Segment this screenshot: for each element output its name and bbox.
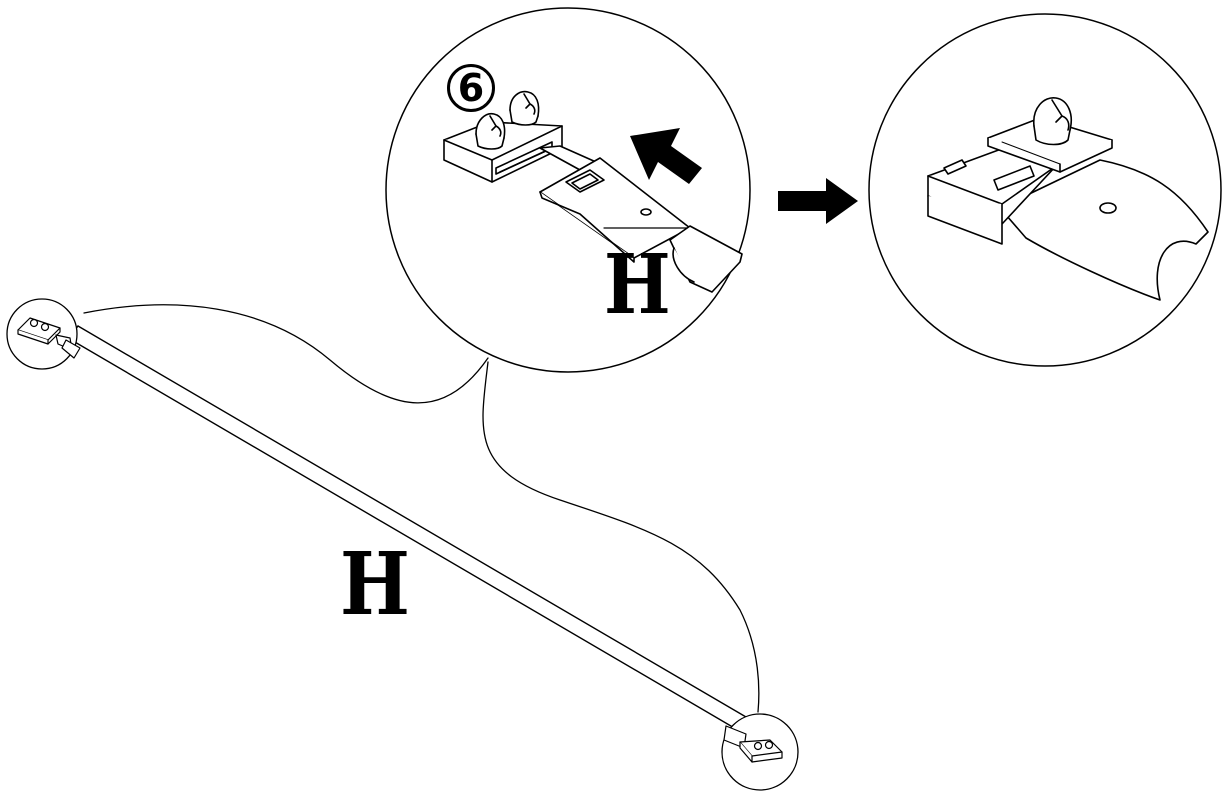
push-arrow-icon bbox=[630, 128, 702, 184]
step-number-badge: 6 bbox=[447, 64, 495, 112]
long-strap bbox=[67, 325, 759, 737]
cable bbox=[669, 225, 743, 293]
screw-cap-icon bbox=[475, 112, 506, 150]
result-arrow-icon bbox=[778, 178, 858, 224]
screw-cap-icon bbox=[509, 90, 540, 126]
screw-cap-icon bbox=[1033, 97, 1072, 146]
end-circle-top-left bbox=[6, 298, 81, 370]
strap-end bbox=[539, 145, 691, 263]
end-circle-bottom-right bbox=[721, 713, 799, 791]
detail-circle-assembly bbox=[385, 7, 751, 373]
leader-line-top bbox=[83, 304, 489, 404]
detail-part-label: H bbox=[604, 237, 671, 333]
clip-block bbox=[443, 121, 563, 183]
strap-part-label: H bbox=[340, 534, 410, 635]
leader-line-bottom bbox=[482, 361, 760, 713]
detail-circle-result bbox=[868, 13, 1222, 367]
clip-block-installed bbox=[927, 147, 1057, 245]
